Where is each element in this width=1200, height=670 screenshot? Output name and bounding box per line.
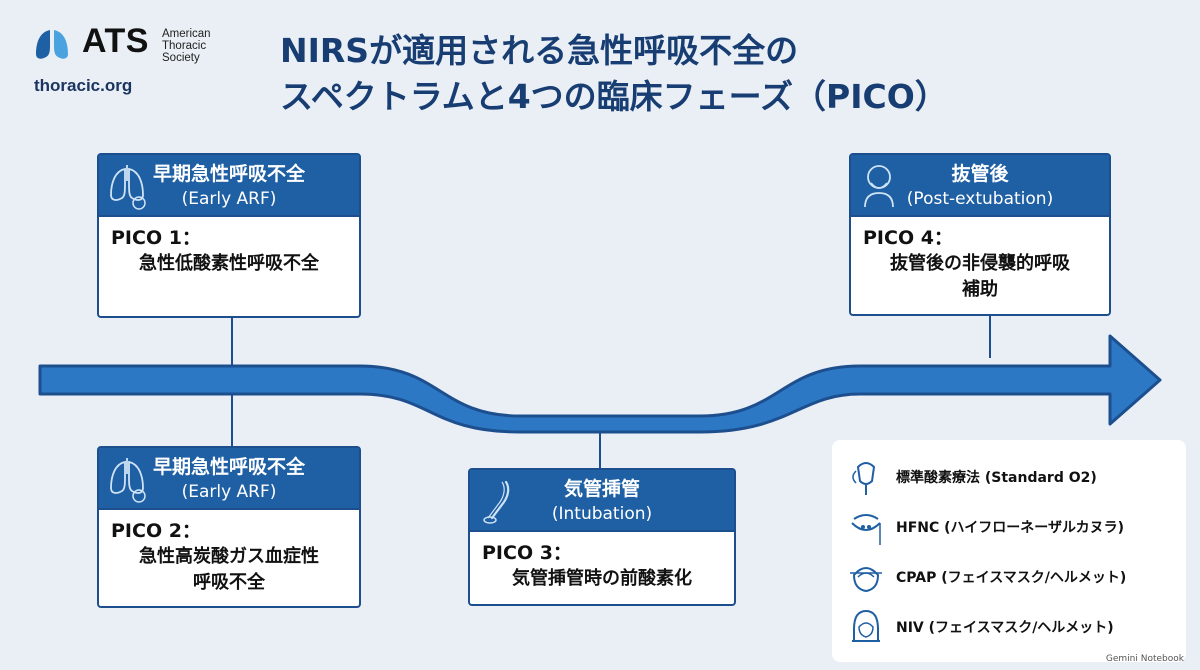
legend-panel: 標準酸素療法 (Standard O2) HFNC (ハイフローネーザルカヌラ)…	[832, 440, 1186, 662]
phase-subtitle: (Early ARF)	[181, 189, 277, 209]
phase-header: 抜管後 (Post-extubation)	[851, 155, 1109, 217]
lungs-o2-icon	[110, 458, 146, 503]
nasal-cannula-icon	[851, 514, 881, 545]
watermark: Gemini Notebook	[1105, 654, 1184, 664]
phase-body: PICO 4： 抜管後の非侵襲的呼吸 補助	[851, 217, 1109, 303]
title-line-2: スペクトラムと4つの臨床フェーズ（PICO）	[280, 77, 948, 116]
pico-desc: 急性低酸素性呼吸不全	[139, 253, 319, 274]
pico-desc-line-2: 補助	[962, 279, 998, 300]
pico-label: PICO 2：	[111, 520, 201, 542]
legend-label: 標準酸素療法 (Standard O2)	[896, 470, 1097, 486]
pico-desc-line-1: 急性高炭酸ガス血症性	[139, 546, 319, 567]
legend-label: CPAP (フェイスマスク/ヘルメット)	[896, 570, 1127, 586]
phase-title: 抜管後	[951, 163, 1009, 185]
pico-label: PICO 1：	[111, 227, 201, 249]
ats-logo: ATS American Thoracic Society thoracic.o…	[22, 22, 252, 102]
pico-label: PICO 4：	[863, 227, 953, 249]
brand-name: American Thoracic Society	[162, 28, 211, 64]
phase-body: PICO 2： 急性高炭酸ガス血症性 呼吸不全	[99, 510, 359, 596]
pico-desc-line-1: 抜管後の非侵襲的呼吸	[890, 253, 1070, 274]
oxygen-mask-icon	[852, 462, 876, 495]
brand-url: thoracic.org	[34, 76, 133, 95]
phase-card-pico4: 抜管後 (Post-extubation) PICO 4： 抜管後の非侵襲的呼吸…	[849, 153, 1111, 316]
legend-item-cpap: CPAP (フェイスマスク/ヘルメット)	[846, 552, 1172, 602]
phase-header: 早期急性呼吸不全 (Early ARF)	[99, 448, 359, 510]
phase-subtitle: (Intubation)	[551, 504, 653, 524]
phase-title: 早期急性呼吸不全	[152, 163, 305, 185]
phase-subtitle: (Post-extubation)	[906, 189, 1054, 209]
legend-item-niv: NIV (フェイスマスク/ヘルメット)	[846, 602, 1172, 652]
pico-desc-line-2: 呼吸不全	[193, 572, 265, 593]
brand-abbr: ATS	[82, 22, 149, 60]
phase-title: 早期急性呼吸不全	[152, 456, 305, 478]
phase-body: PICO 1： 急性低酸素性呼吸不全	[99, 217, 359, 277]
phase-subtitle: (Early ARF)	[181, 482, 277, 502]
phase-body: PICO 3： 気管挿管時の前酸素化	[470, 532, 734, 592]
legend-item-hfnc: HFNC (ハイフローネーザルカヌラ)	[846, 502, 1172, 552]
oxygen-mask-icon	[864, 165, 894, 208]
phase-header: 気管挿管 (Intubation)	[470, 470, 734, 532]
phase-title: 気管挿管	[563, 478, 640, 500]
page-title: NIRSが適用される急性呼吸不全の スペクトラムと4つの臨床フェーズ（PICO）	[280, 28, 1080, 120]
phase-card-pico3: 気管挿管 (Intubation) PICO 3： 気管挿管時の前酸素化	[468, 468, 736, 606]
timeline-arrow-body	[38, 334, 1162, 434]
endotracheal-tube-icon	[483, 480, 510, 524]
ats-lungs-logo-icon	[36, 30, 68, 59]
lungs-o2-icon	[110, 165, 146, 210]
pico-label: PICO 3：	[482, 542, 572, 564]
title-line-1: NIRSが適用される急性呼吸不全の	[280, 31, 799, 70]
legend-label: NIV (フェイスマスク/ヘルメット)	[896, 620, 1114, 636]
phase-card-pico2: 早期急性呼吸不全 (Early ARF) PICO 2： 急性高炭酸ガス血症性 …	[97, 446, 361, 608]
face-mask-icon	[850, 567, 882, 593]
legend-label: HFNC (ハイフローネーザルカヌラ)	[896, 520, 1124, 536]
pico-desc: 気管挿管時の前酸素化	[512, 568, 692, 589]
phase-header: 早期急性呼吸不全 (Early ARF)	[99, 155, 359, 217]
helmet-icon	[852, 609, 880, 642]
phase-card-pico1: 早期急性呼吸不全 (Early ARF) PICO 1： 急性低酸素性呼吸不全	[97, 153, 361, 318]
legend-item-standard-o2: 標準酸素療法 (Standard O2)	[846, 452, 1172, 502]
